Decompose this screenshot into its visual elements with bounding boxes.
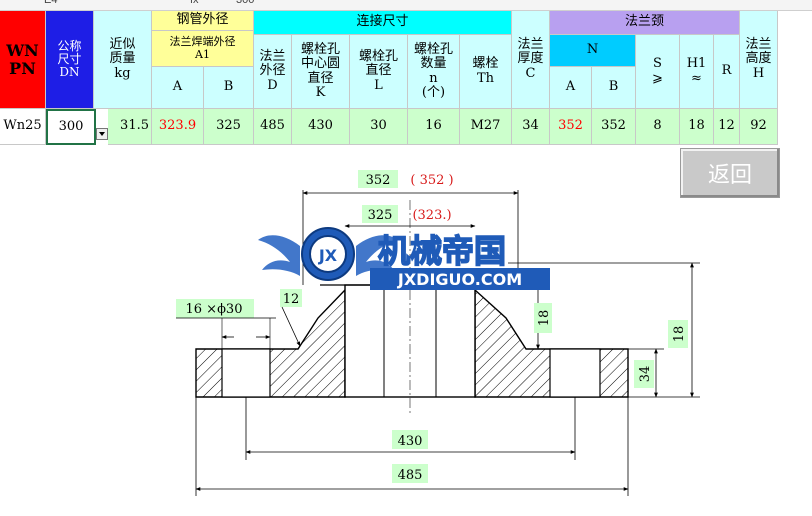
header-nominal-size[interactable]: 公称 尺寸 DN (46, 11, 94, 109)
header-neck-b[interactable]: B (592, 67, 636, 109)
formula-bar[interactable]: E4 fx 300 (0, 0, 812, 11)
header-approx-mass[interactable]: 近似 质量 kg (94, 11, 152, 109)
cell-neck-b[interactable]: 352 (592, 109, 636, 145)
dim-c-label: 34 (638, 366, 653, 383)
header-col-a[interactable]: A (152, 67, 204, 109)
fx-icon[interactable]: fx (190, 0, 199, 6)
cell-a1-a[interactable]: 323.9 (152, 109, 204, 145)
dim-h1-label: 18 (537, 310, 552, 327)
cell-s[interactable]: 8 (636, 109, 680, 145)
cell-c[interactable]: 34 (512, 109, 550, 145)
header-connection-group[interactable]: 连接尺寸 (254, 11, 512, 35)
watermark-logo: JX 机械帝国 JXDIGUO.COM (258, 227, 550, 290)
header-bolt-count[interactable]: 螺栓孔 数量 n (个) (408, 35, 460, 109)
header-wn-pn[interactable]: WN PN (0, 11, 46, 109)
dim-r-label: 12 (283, 292, 300, 307)
header-bolt-circle[interactable]: 螺栓孔 中心圆 直径 K (292, 35, 350, 109)
dim-323-red-label: (323.) (412, 208, 451, 223)
cell-r[interactable]: 12 (714, 109, 740, 145)
dn-dropdown-arrow-icon[interactable] (96, 128, 108, 140)
formula-value[interactable]: 300 (236, 0, 255, 6)
cell-n[interactable]: 16 (408, 109, 460, 145)
dim-h-label: 18 (672, 326, 687, 343)
cell-neck-a[interactable]: 352 (550, 109, 592, 145)
dim-352-red-label: ( 352 ) (410, 173, 453, 188)
cell-l[interactable]: 30 (350, 109, 408, 145)
cell-type[interactable]: Wn25 (0, 109, 46, 145)
header-flange-height[interactable]: 法兰 高度 H (740, 11, 778, 109)
header-pipe-od-group[interactable]: 钢管外径 (152, 11, 254, 31)
dim-325-label: 325 (368, 208, 393, 223)
flange-left-section (195, 288, 346, 398)
back-button[interactable]: 返回 (680, 148, 780, 198)
header-pipe-od-sub[interactable]: 法兰焊端外径 A1 (152, 31, 254, 67)
watermark-emblem: JX (318, 246, 338, 265)
dim-bolt-holes-label: 16 ×ϕ30 (186, 302, 243, 317)
watermark-cn: 机械帝国 (378, 232, 506, 270)
header-neck-group[interactable]: 法兰颈 (550, 11, 740, 35)
dim-k-label: 430 (398, 434, 423, 449)
cell-reference[interactable]: E4 (44, 0, 58, 6)
header-flange-od[interactable]: 法兰 外径 D (254, 35, 292, 109)
cell-th[interactable]: M27 (460, 109, 512, 145)
header-neck-n[interactable]: N (550, 35, 636, 67)
cell-k[interactable]: 430 (292, 109, 350, 145)
cell-dn-input[interactable]: 300 (46, 109, 96, 145)
header-neck-h1[interactable]: H1 ≈ (680, 35, 714, 109)
flange-right-section (474, 288, 629, 398)
cell-h[interactable]: 92 (740, 109, 778, 145)
header-col-b[interactable]: B (204, 67, 254, 109)
header-flange-thickness[interactable]: 法兰 厚度 C (512, 11, 550, 109)
header-bolt-hole-dia[interactable]: 螺栓孔 直径 L (350, 35, 408, 109)
cell-d[interactable]: 485 (254, 109, 292, 145)
cell-mass[interactable]: 31.5 (108, 109, 152, 145)
dim-d-label: 485 (398, 468, 423, 483)
header-neck-s[interactable]: S ⩾ (636, 35, 680, 109)
watermark-en: JXDIGUO.COM (397, 270, 522, 289)
header-neck-r[interactable]: R (714, 35, 740, 109)
dim-352-label: 352 (366, 173, 391, 188)
cell-a1-b[interactable]: 325 (204, 109, 254, 145)
header-neck-a[interactable]: A (550, 67, 592, 109)
cell-h1[interactable]: 18 (680, 109, 714, 145)
header-bolt[interactable]: 螺栓 Th (460, 35, 512, 109)
